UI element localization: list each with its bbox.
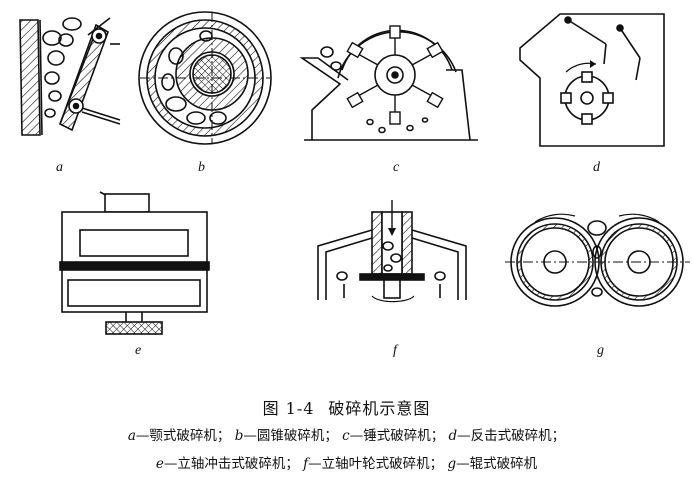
panel-label-e: e — [135, 343, 142, 358]
legend-line-1: a—颚式破碎机； b—圆锥破碎机； c—锤式破碎机； d—反击式破碎机； — [127, 428, 566, 444]
cone-crusher-drawing — [138, 11, 272, 145]
legend-d-name: 反击式破碎机 — [470, 428, 552, 444]
legend-g-name: 辊式破碎机 — [469, 456, 538, 472]
crusher-figure — [19, 11, 690, 335]
panel-label-g: g — [597, 343, 604, 358]
vsi-crusher-drawing — [59, 191, 210, 335]
figure-number: 图 1-4 — [262, 399, 315, 418]
panel-label-d: d — [593, 160, 600, 175]
panel-label-b: b — [198, 160, 205, 175]
legend-line-2: e—立轴冲击式破碎机； f—立轴叶轮式破碎机； g—辊式破碎机 — [155, 456, 538, 472]
panel-label-a: a — [56, 160, 63, 175]
roll-crusher-drawing — [505, 213, 690, 307]
impeller-crusher-drawing — [317, 200, 467, 303]
figure-title: 破碎机示意图 — [328, 399, 431, 418]
legend-e-name: 立轴冲击式破碎机 — [177, 456, 286, 472]
legend-a-name: 颚式破碎机 — [149, 428, 217, 444]
panel-label-f: f — [393, 343, 397, 358]
panel-label-c: c — [393, 160, 400, 175]
hammer-crusher-drawing — [299, 25, 478, 141]
jaw-crusher-drawing — [19, 17, 121, 136]
figure-caption-title: 图 1-4 破碎机示意图 — [0, 395, 693, 419]
legend-f-name: 立轴叶轮式破碎机 — [321, 456, 430, 472]
legend-b-name: 圆锥破碎机 — [256, 428, 325, 444]
impact-crusher-drawing — [519, 13, 665, 147]
legend-c-name: 锤式破碎机 — [363, 428, 431, 444]
